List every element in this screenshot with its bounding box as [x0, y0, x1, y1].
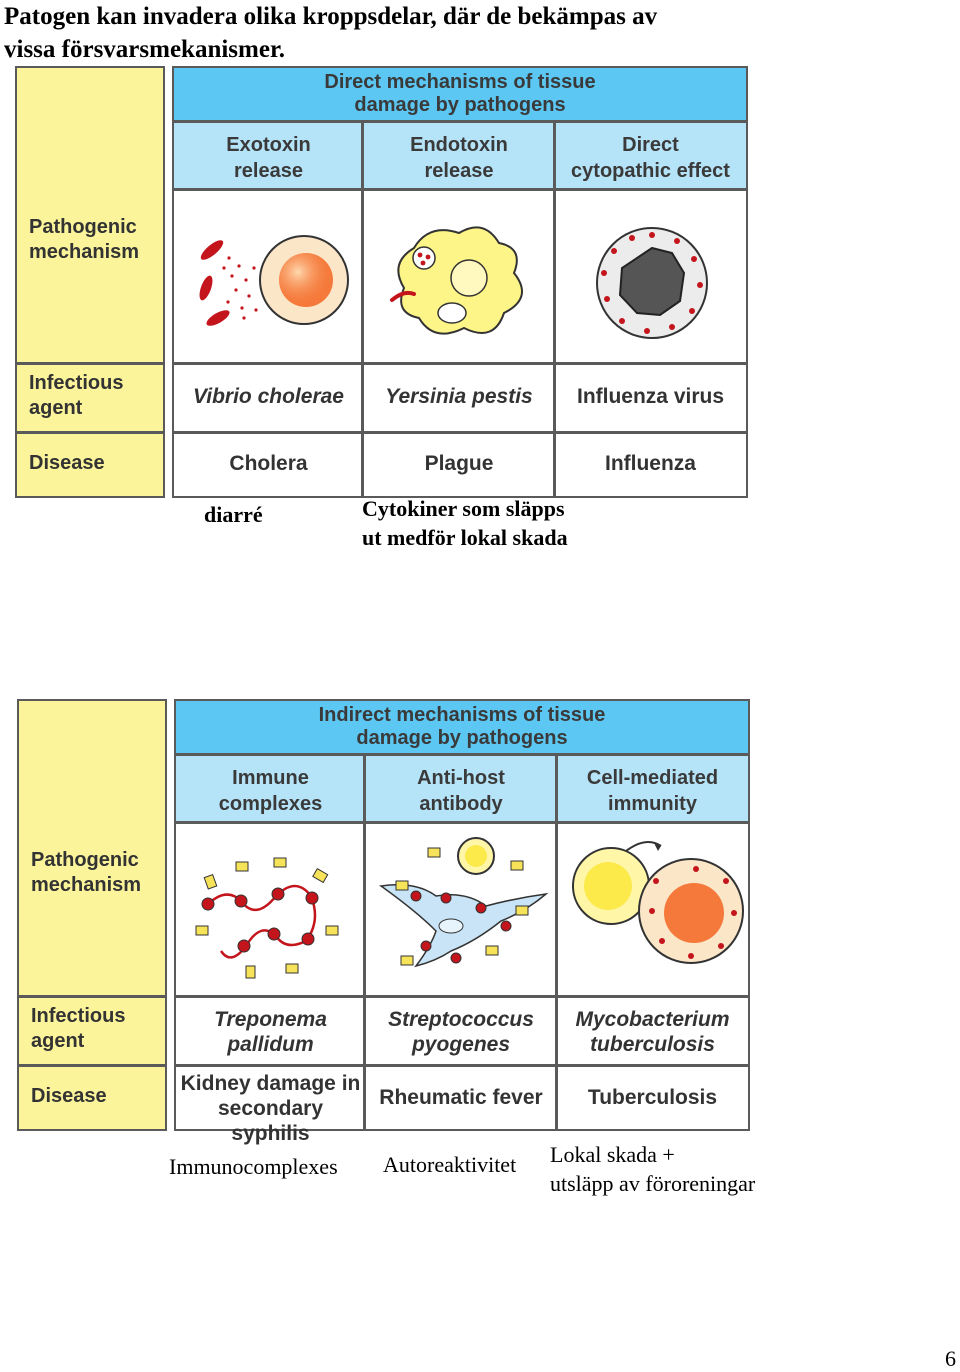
column-header-anti-host: Anti-host antibody — [365, 756, 557, 824]
infected-cell-icon — [596, 227, 708, 339]
disease-cholera: Cholera — [229, 452, 308, 475]
divider — [555, 756, 558, 1129]
note-diarrhea: diarré — [204, 502, 263, 527]
divider — [15, 431, 165, 434]
heading-line-2: vissa försvarsmekanismer. — [4, 36, 286, 63]
anti-host-illustration — [379, 837, 549, 968]
note-immunocomplexes: Immunocomplexes — [169, 1154, 338, 1179]
divider — [176, 995, 748, 998]
row-label-column: Pathogenic mechanism Infectious agent Di… — [17, 699, 167, 1131]
disease-rheumatic-fever: Rheumatic fever — [379, 1086, 543, 1109]
column-header-exotoxin: Exotoxin release — [174, 123, 363, 191]
t-cell-icon — [572, 847, 650, 925]
row-label-agent: Infectious agent — [29, 372, 124, 419]
endotoxin-illustration — [390, 226, 523, 335]
disease-influenza: Influenza — [604, 452, 696, 475]
antibody-complex-icon — [195, 857, 339, 979]
divider — [361, 123, 364, 496]
disease-plague: Plague — [424, 452, 494, 475]
heading-line-1: Patogen kan invadera olika kroppsdelar, … — [4, 3, 658, 30]
divider — [15, 362, 165, 365]
agent-influenza: Influenza virus — [576, 385, 725, 408]
divider — [17, 995, 167, 998]
exotoxin-illustration — [199, 235, 349, 326]
cytopathic-illustration — [596, 227, 708, 339]
page-number: 6 — [945, 1346, 956, 1371]
target-cell-icon — [638, 858, 744, 964]
divider — [176, 1064, 748, 1067]
t-cell-icon — [457, 837, 495, 875]
page-heading: Patogen kan invadera olika kroppsdelar, … — [4, 0, 954, 66]
column-header-immune-complexes: Immune complexes — [176, 756, 365, 824]
column-header-cell-mediated: Cell-mediated immunity — [557, 756, 748, 824]
note-cytokines: Cytokiner som släpps ut medför lokal ska… — [362, 496, 568, 550]
column-header-cytopathic: Direct cytopathic effect — [555, 123, 746, 191]
agent-mycobacterium: Mycobacterium tuberculosis — [575, 1008, 730, 1056]
divider — [363, 756, 366, 1129]
row-label-agent: Infectious agent — [31, 1005, 126, 1052]
agent-streptococcus: Streptococcus pyogenes — [388, 1008, 534, 1056]
fibroblast-icon — [379, 884, 549, 968]
cell-mediated-illustration — [572, 841, 744, 964]
disease-tuberculosis: Tuberculosis — [587, 1086, 718, 1109]
row-label-mechanism: Pathogenic mechanism — [31, 849, 142, 896]
row-label-mechanism: Pathogenic mechanism — [29, 216, 140, 263]
figure-title: Indirect mechanisms of tissue damage by … — [176, 701, 748, 756]
column-header-endotoxin: Endotoxin release — [363, 123, 555, 191]
agent-treponema: Treponema pallidum — [214, 1008, 327, 1056]
note-autoreactivity: Autoreaktivitet — [383, 1152, 517, 1177]
agent-vibrio: Vibrio cholerae — [193, 385, 344, 408]
red-blood-cells-icon — [199, 240, 230, 326]
host-cell-icon — [259, 235, 349, 325]
mechanism-grid: Indirect mechanisms of tissue damage by … — [174, 699, 750, 1145]
row-label-disease: Disease — [29, 452, 105, 474]
figure-indirect-mechanisms: Pathogenic mechanism Infectious agent Di… — [17, 699, 750, 1145]
disease-kidney-damage: Kidney damage in secondary syphilis — [180, 1072, 361, 1145]
figure-title: Direct mechanisms of tissue damage by pa… — [174, 68, 746, 123]
agent-yersinia: Yersinia pestis — [385, 385, 533, 408]
mechanism-grid: Direct mechanisms of tissue damage by pa… — [172, 66, 748, 498]
figure-direct-mechanisms: Pathogenic mechanism Infectious agent Di… — [15, 66, 748, 498]
divider — [17, 1064, 167, 1067]
divider — [174, 362, 746, 365]
bacterium-cell-icon — [390, 226, 523, 335]
row-label-disease: Disease — [31, 1085, 107, 1107]
toxin-dots-icon — [222, 256, 258, 320]
note-local-damage: Lokal skada + utsläpp av föroreningar — [550, 1142, 756, 1196]
divider — [174, 431, 746, 434]
row-label-column: Pathogenic mechanism Infectious agent Di… — [15, 66, 165, 498]
immune-complexes-illustration — [195, 857, 339, 979]
divider — [553, 123, 556, 496]
